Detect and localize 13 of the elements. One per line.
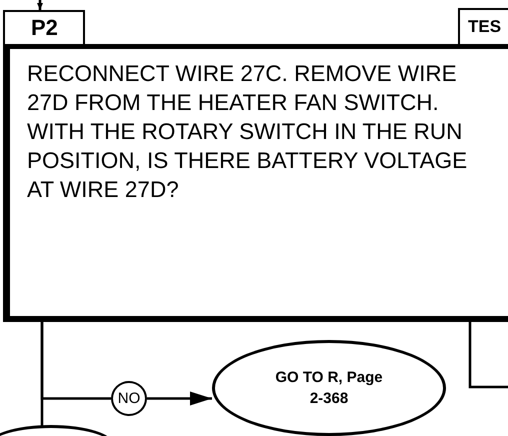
answer-label: NO xyxy=(118,390,140,407)
instruction-text: RECONNECT WIRE 27C. REMOVE WIRE 27D FROM THE HEATER FAN SWITCH. WITH THE ROTARY SWITCH IN THE RUN POSITION, IS THERE BATTERY VOLTAGE AT WIRE 27D? xyxy=(27,60,468,204)
arrow xyxy=(147,392,212,406)
step-label: TES xyxy=(468,17,502,37)
tab-label xyxy=(3,10,85,46)
arrow xyxy=(37,0,43,10)
connector-line xyxy=(468,322,508,388)
tab-label xyxy=(458,8,508,46)
connector-line xyxy=(40,322,44,426)
process-box xyxy=(3,44,508,322)
step-label: P2 xyxy=(31,15,58,41)
decision-circle xyxy=(111,381,147,416)
instruction-text: GO TO R, Page 2-368 xyxy=(275,368,383,409)
